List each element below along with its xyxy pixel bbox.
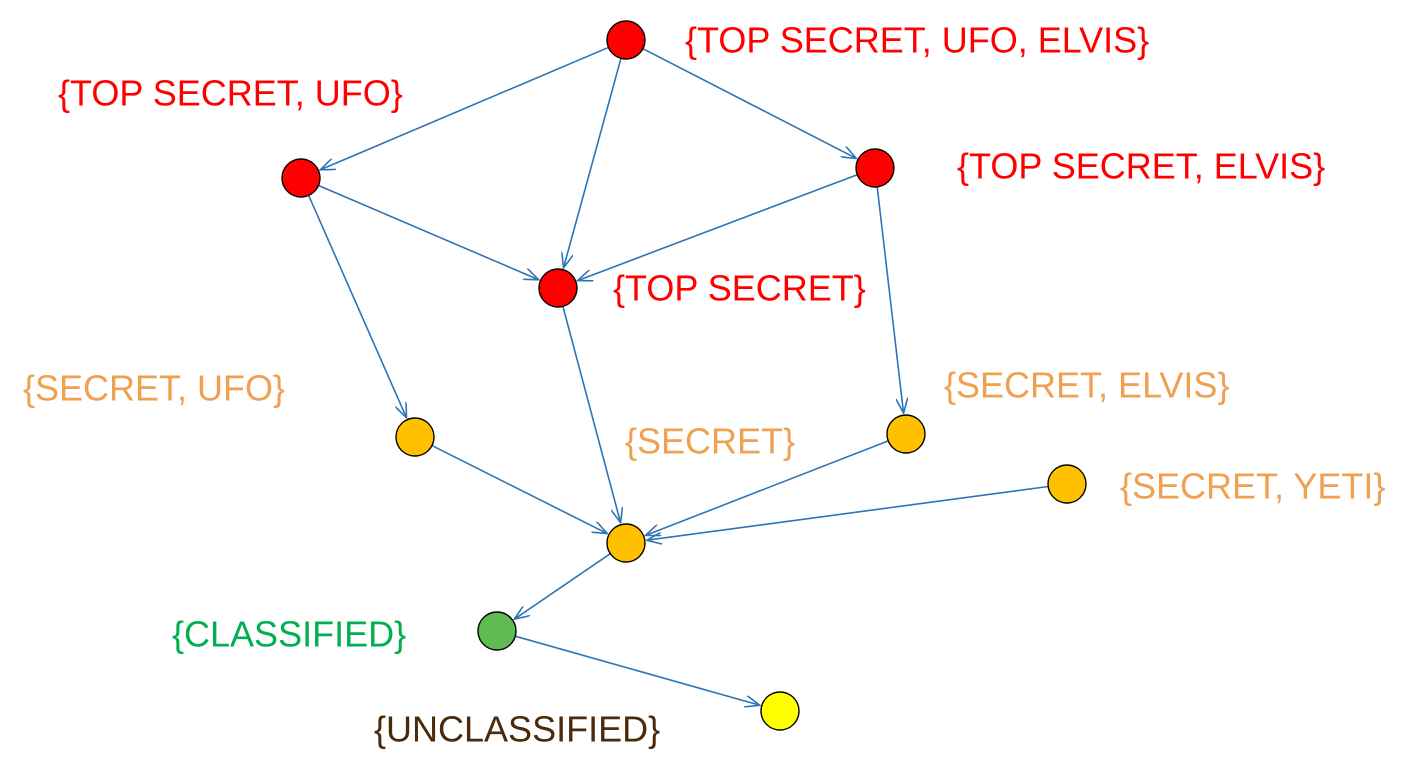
node-label-ts_ufo_elvis: {TOP SECRET, UFO, ELVIS} — [685, 20, 1149, 61]
node-unclassified — [760, 691, 800, 731]
node-label-s_yeti: {SECRET, YETI} — [1120, 466, 1385, 507]
node-label-classified: {CLASSIFIED} — [172, 614, 406, 655]
edge-arrow-ts_elvis-to-ts — [578, 173, 858, 281]
edge-arrow-ts_ufo_elvis-to-ts_elvis — [642, 47, 856, 159]
node-s_yeti — [1047, 464, 1087, 504]
node-label-s: {SECRET} — [625, 421, 795, 462]
node-label-unclassified: {UNCLASSIFIED} — [374, 709, 660, 750]
edge-arrow-ts_ufo-to-s_ufo — [307, 195, 407, 417]
edge-arrow-ts_elvis-to-s_elvis — [876, 186, 903, 413]
node-s_ufo — [395, 417, 435, 457]
node-label-s_ufo: {SECRET, UFO} — [23, 368, 285, 409]
edge-arrow-ts_ufo_elvis-to-ts_ufo — [320, 46, 609, 169]
node-ts_ufo — [281, 158, 321, 198]
node-ts_ufo_elvis — [606, 20, 646, 60]
node-ts_elvis — [855, 148, 895, 188]
node-label-s_elvis: {SECRET, ELVIS} — [944, 365, 1229, 406]
edge-arrow-ts_ufo-to-ts — [318, 184, 538, 279]
edge-arrow-s_elvis-to-s — [646, 440, 889, 535]
node-s_elvis — [886, 414, 926, 454]
node-label-ts_elvis: {TOP SECRET, ELVIS} — [957, 146, 1325, 187]
edge-arrow-s_ufo-to-s — [431, 444, 607, 534]
node-label-ts: {TOP SECRET} — [613, 268, 866, 309]
node-s — [606, 523, 646, 563]
edge-arrow-ts_ufo_elvis-to-ts — [564, 58, 622, 267]
node-ts — [538, 268, 578, 308]
edge-arrow-s_yeti-to-s — [647, 485, 1049, 541]
node-classified — [477, 611, 517, 651]
edge-arrow-classified-to-unclassified — [515, 635, 760, 705]
edges — [307, 46, 1049, 705]
node-label-ts_ufo: {TOP SECRET, UFO} — [58, 73, 403, 114]
labels: {TOP SECRET, UFO, ELVIS} {TOP SECRET, UFO… — [23, 20, 1385, 750]
edge-arrow-ts-to-s — [562, 306, 621, 522]
nodes — [281, 20, 1087, 731]
edge-arrow-s-to-classified — [514, 553, 611, 619]
